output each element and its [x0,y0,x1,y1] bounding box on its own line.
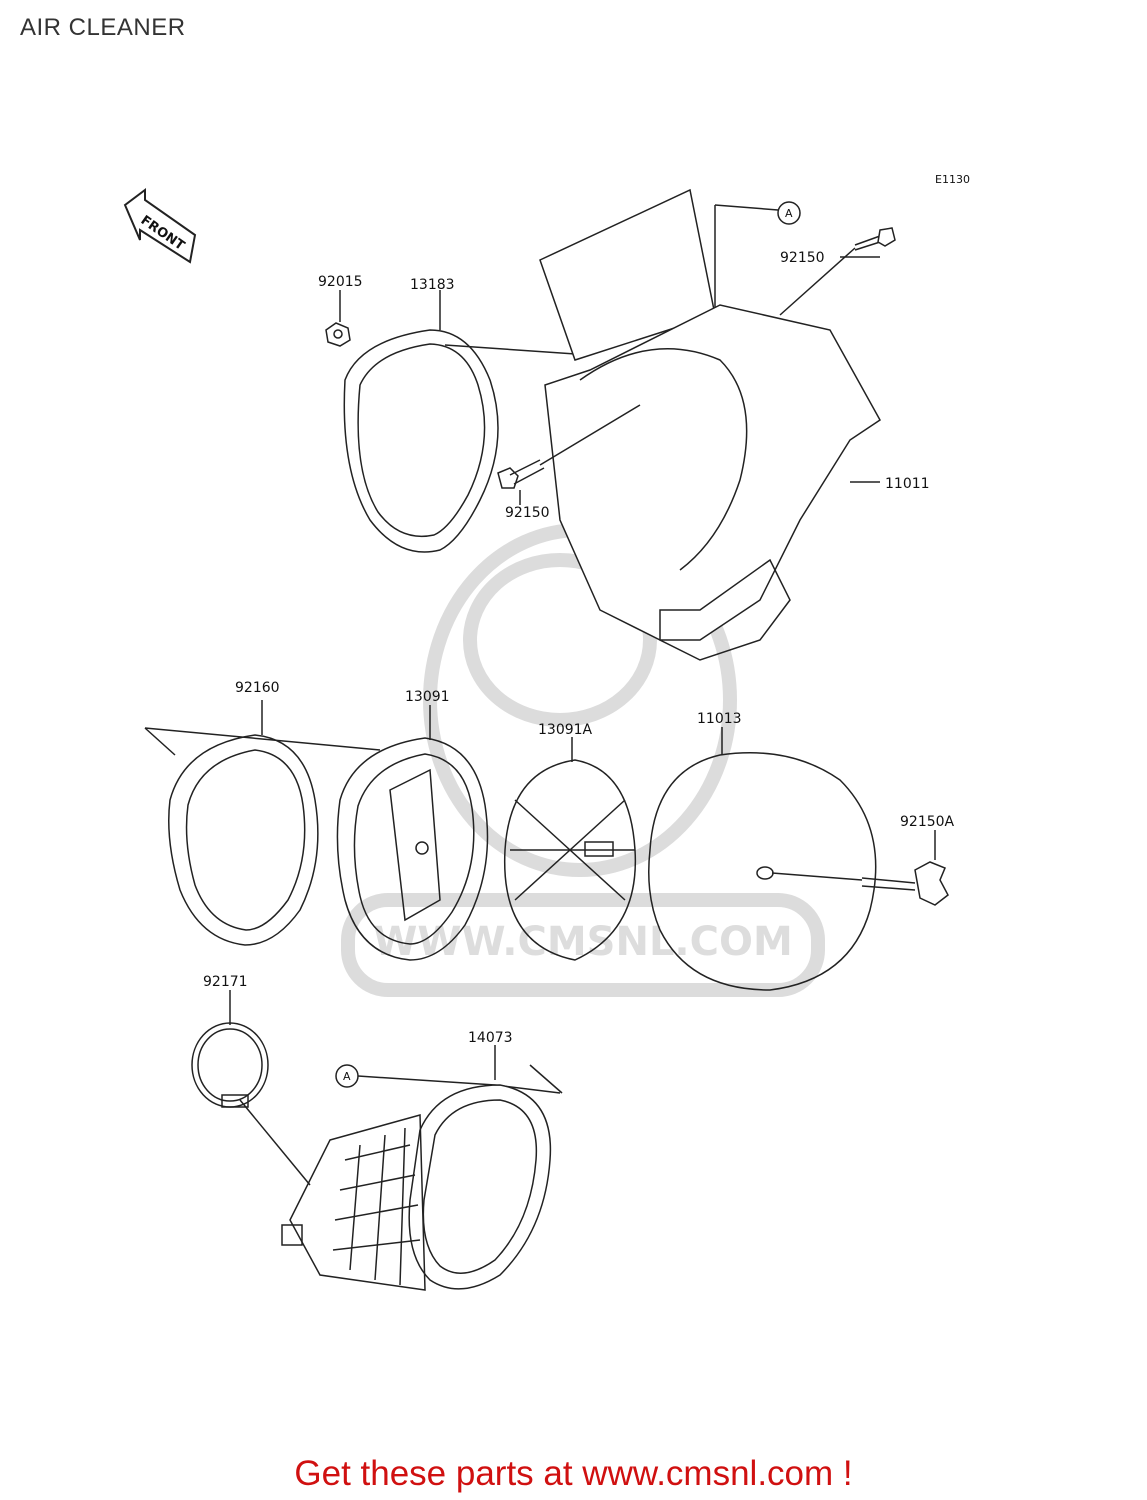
diagram-code: E1130 [935,173,970,186]
watermark-text: WWW.CMSNL.COM [373,919,793,965]
callout-92171: 92171 [203,974,248,990]
callout-14073: 14073 [468,1030,513,1046]
ref-marker-a-top [777,201,801,225]
callout-11013: 11013 [697,711,742,727]
front-arrow-icon [123,188,197,264]
page-title: AIR CLEANER [20,14,186,41]
callout-13183: 13183 [410,277,455,293]
callout-92150-mid: 92150 [505,505,550,521]
callout-92015: 92015 [318,274,363,290]
callout-92160: 92160 [235,680,280,696]
wing-bolt-92150A [861,830,949,906]
bolt-92150-mid [497,404,641,505]
ref-marker-a-bottom-label: A [343,1070,351,1083]
footer-link[interactable]: Get these parts at www.cmsnl.com ! [294,1454,853,1493]
air-duct-14073 [281,1045,563,1291]
callout-11011: 11011 [885,476,930,492]
gasket-13183 [343,290,591,553]
gasket-92160 [144,700,381,946]
filter-cage-13091A [503,737,637,961]
filter-element-11013 [648,727,877,991]
callout-13091A: 13091A [538,722,593,738]
ref-marker-a-top-label: A [785,207,793,220]
bolt-92150-top [779,227,896,316]
callout-92150-top: 92150 [780,250,825,266]
filter-holder-13091 [336,705,489,961]
clamp-92171 [191,990,311,1186]
air-cleaner-case-11011 [539,188,881,661]
callout-13091: 13091 [405,689,450,705]
callout-92150A: 92150A [900,814,955,830]
nut-92015 [325,290,351,347]
